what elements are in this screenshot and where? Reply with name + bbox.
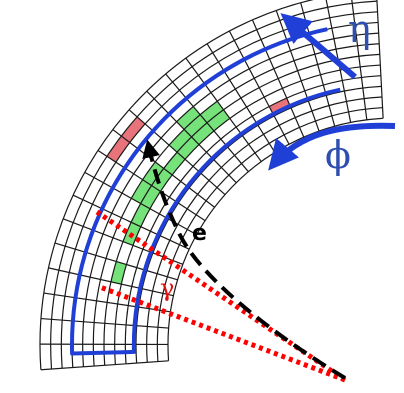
calorimeter-hit-cells bbox=[107, 98, 291, 284]
grid-radial-line bbox=[301, 3, 335, 126]
gamma-label: γ bbox=[160, 274, 174, 302]
phi-label: ϕ bbox=[325, 133, 351, 177]
electron-label: e bbox=[192, 221, 207, 246]
photon-cone-upper-line bbox=[97, 212, 345, 380]
grid-arc-line bbox=[115, 65, 381, 365]
eta-label: η bbox=[348, 7, 371, 51]
grid-radial-line bbox=[376, 0, 383, 118]
